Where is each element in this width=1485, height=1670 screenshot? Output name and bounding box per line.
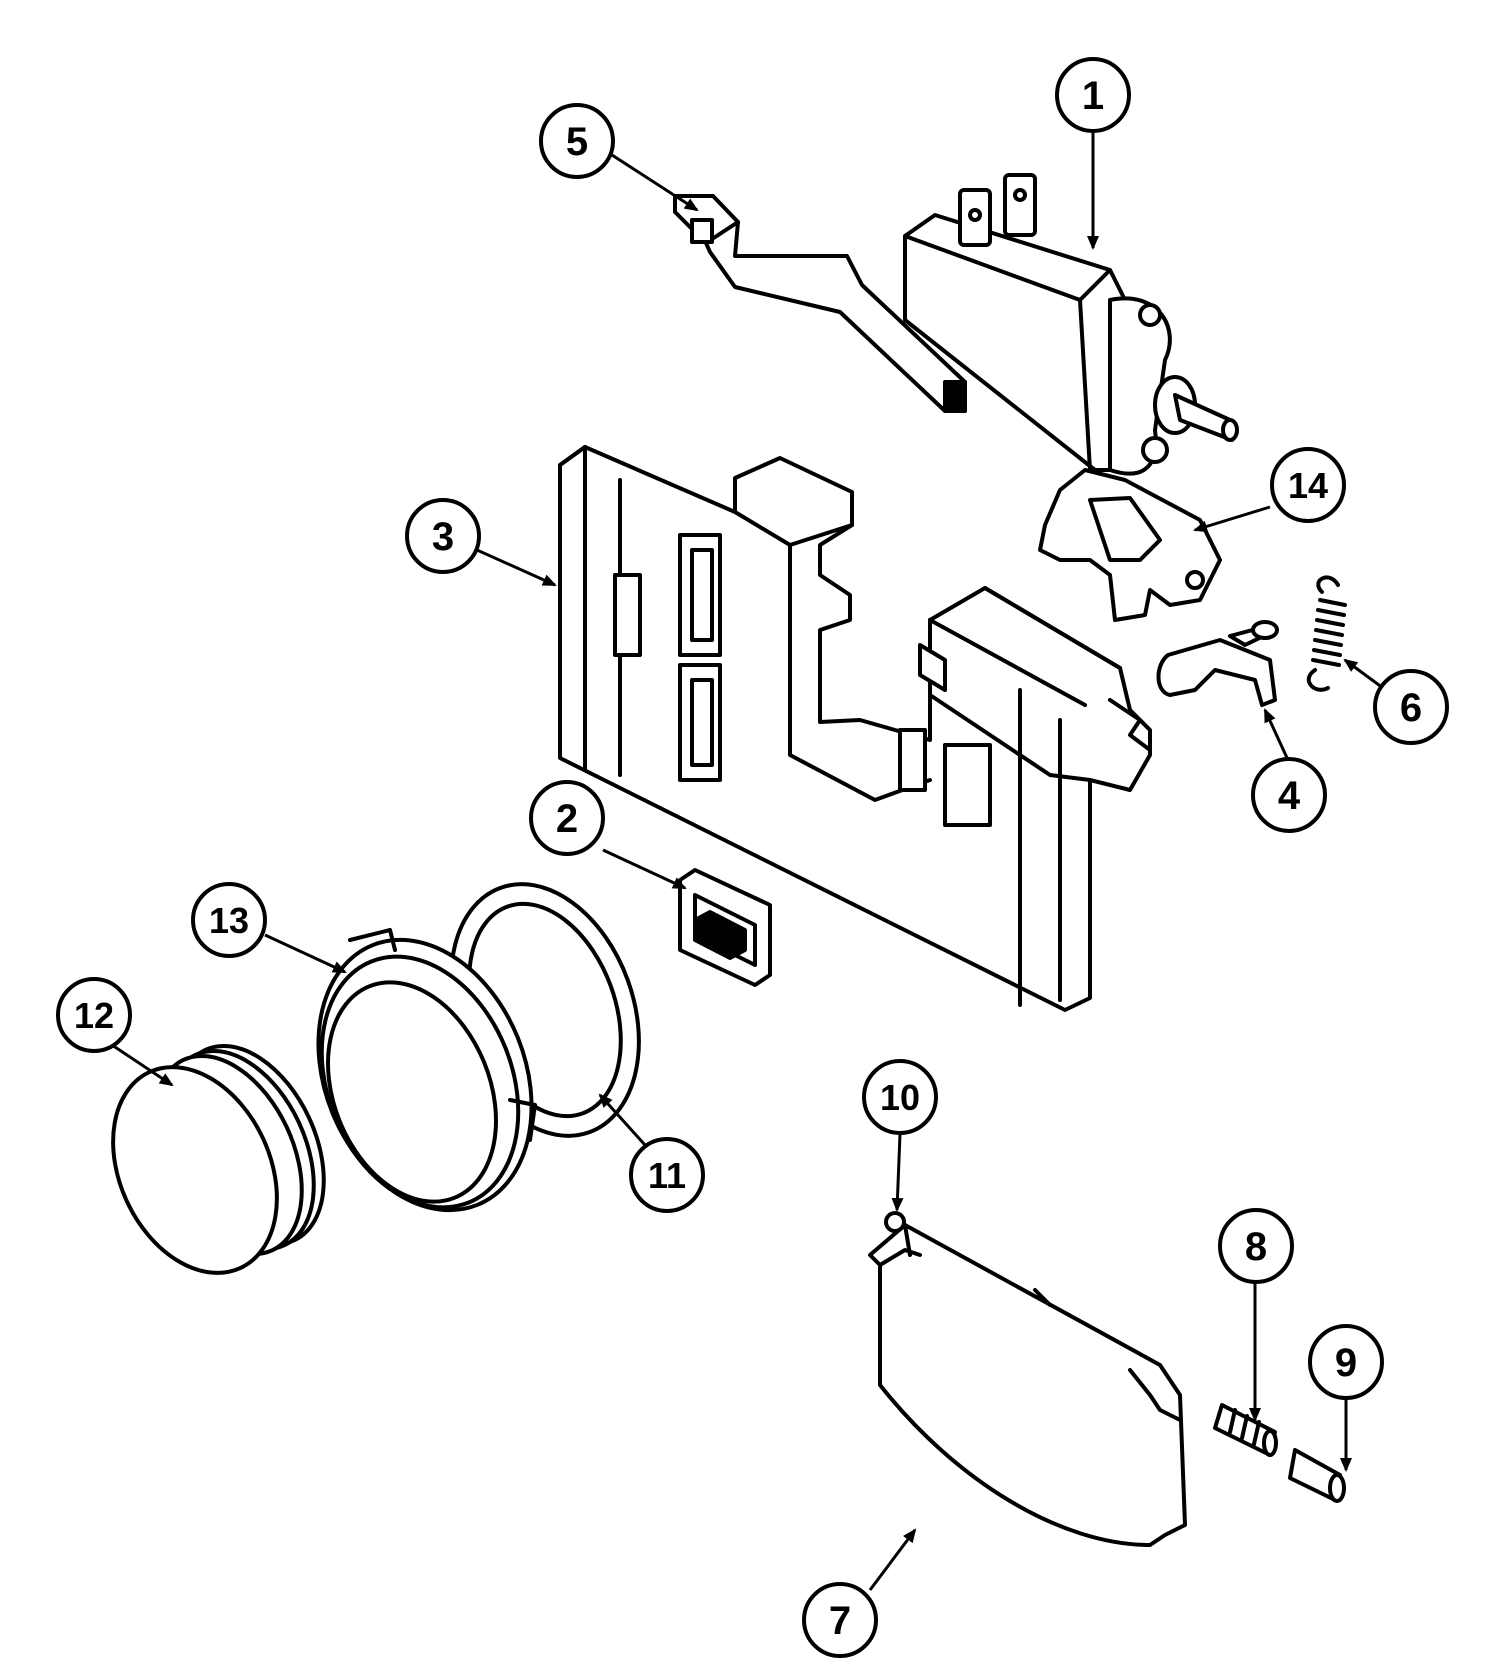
svg-text:10: 10 bbox=[880, 1077, 920, 1118]
callout-8: 8 bbox=[1218, 1208, 1294, 1284]
callout-12: 12 bbox=[56, 977, 132, 1053]
callout-9: 9 bbox=[1308, 1324, 1384, 1400]
callout-10: 10 bbox=[862, 1059, 938, 1135]
mounting-plate-part bbox=[558, 445, 1152, 1012]
leader-line-13 bbox=[264, 933, 347, 974]
callout-7: 7 bbox=[802, 1582, 878, 1658]
callout-11: 11 bbox=[629, 1137, 705, 1213]
bracket-part bbox=[1038, 468, 1222, 622]
leader-line-6 bbox=[1343, 658, 1384, 690]
door-flap-part bbox=[868, 1211, 1187, 1547]
callout-3: 3 bbox=[405, 498, 481, 574]
leader-line-4 bbox=[1263, 708, 1290, 761]
leader-line-11 bbox=[598, 1093, 647, 1147]
callout-5: 5 bbox=[539, 103, 615, 179]
callout-6: 6 bbox=[1373, 669, 1449, 745]
lever-part bbox=[673, 194, 967, 413]
small-spring-part bbox=[1213, 1403, 1278, 1457]
callout-13: 13 bbox=[191, 882, 267, 958]
leader-line-5 bbox=[611, 153, 699, 212]
svg-text:1: 1 bbox=[1082, 74, 1104, 118]
svg-text:9: 9 bbox=[1335, 1341, 1357, 1385]
callout-14: 14 bbox=[1270, 447, 1346, 523]
leader-line-10 bbox=[891, 1133, 904, 1212]
callout-4: 4 bbox=[1251, 757, 1327, 833]
svg-text:3: 3 bbox=[432, 515, 454, 559]
switch-part bbox=[903, 173, 1239, 476]
callout-2: 2 bbox=[529, 780, 605, 856]
svg-text:8: 8 bbox=[1245, 1225, 1267, 1269]
leader-line-2 bbox=[602, 848, 687, 890]
svg-text:5: 5 bbox=[566, 120, 588, 164]
svg-text:6: 6 bbox=[1400, 686, 1422, 730]
leader-line-12 bbox=[111, 1043, 174, 1087]
svg-text:12: 12 bbox=[74, 995, 114, 1036]
button-part bbox=[678, 868, 772, 987]
leader-line-14 bbox=[1193, 505, 1271, 533]
leader-line-7 bbox=[868, 1528, 917, 1591]
svg-text:2: 2 bbox=[556, 797, 578, 841]
knob-part bbox=[111, 1043, 326, 1275]
svg-text:4: 4 bbox=[1278, 774, 1301, 818]
svg-text:7: 7 bbox=[829, 1599, 851, 1643]
pin-part bbox=[1288, 1448, 1346, 1503]
bezel-part bbox=[316, 928, 537, 1213]
callout-1: 1 bbox=[1055, 57, 1131, 133]
svg-text:14: 14 bbox=[1288, 465, 1328, 506]
spring-part bbox=[1306, 575, 1347, 692]
clip-part bbox=[1156, 620, 1279, 707]
svg-text:11: 11 bbox=[648, 1155, 686, 1196]
svg-text:13: 13 bbox=[209, 900, 249, 941]
leader-line-3 bbox=[476, 548, 557, 587]
